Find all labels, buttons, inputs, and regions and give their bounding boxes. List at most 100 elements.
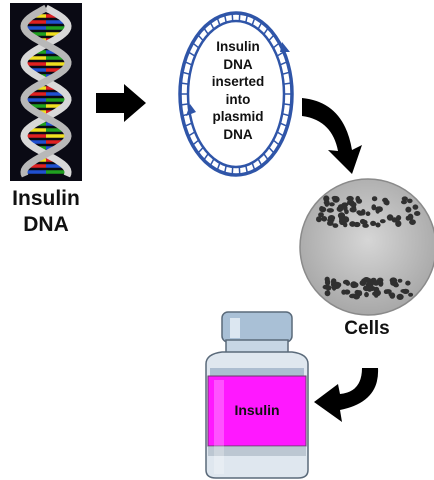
plasmid-rung	[272, 139, 280, 146]
insulin-dna-label-line: DNA	[23, 213, 69, 236]
plasmid-label-line: inserted	[211, 74, 265, 89]
bacterial-cell	[337, 212, 346, 219]
curved-down-arrow-icon	[302, 98, 362, 174]
plasmid-rung	[184, 61, 193, 66]
bacterial-cell	[384, 289, 392, 294]
bacterial-cell	[401, 196, 408, 202]
plasmid-rung	[192, 42, 200, 49]
plasmid-rung	[251, 162, 256, 171]
bacterial-cell	[409, 219, 416, 226]
insulin-dna-label: Insulin DNA	[0, 186, 92, 238]
plasmid-rung	[180, 82, 189, 85]
bacterial-cell	[371, 204, 377, 211]
plasmid-label-line: into	[225, 91, 251, 107]
bacterial-cell	[342, 279, 350, 285]
plasmid-rung	[279, 61, 288, 66]
curved-left-arrow-icon	[314, 368, 379, 422]
bacterial-cell	[319, 206, 325, 212]
plasmid-rung	[276, 131, 285, 137]
dna-backbone-strand	[20, 4, 72, 178]
bacterial-cell	[407, 198, 413, 204]
plasmid-insert-arrow	[186, 104, 196, 116]
bacterial-cell	[384, 200, 390, 206]
bacterial-cell	[375, 206, 383, 212]
plasmid-rung	[187, 51, 196, 57]
plasmid-rung	[263, 27, 269, 35]
bacterial-cell	[364, 291, 369, 298]
bacterial-cell	[324, 200, 330, 207]
bacterial-cell	[327, 220, 334, 226]
bacterial-cell	[405, 280, 411, 286]
right-arrow-icon	[96, 84, 146, 122]
plasmid-rung	[187, 131, 196, 137]
plasmid-rung	[283, 103, 292, 106]
bacterial-cell	[377, 278, 383, 284]
insulin-dna-label-line: Insulin	[12, 187, 80, 210]
bacterial-cell	[362, 223, 369, 228]
bacterial-cell	[332, 223, 339, 228]
plasmid-rung	[209, 21, 215, 30]
plasmid-insertion-label: Insulin DNA inserted into plasmid DNA	[188, 38, 288, 143]
plasmid-rung	[279, 122, 288, 127]
bacterial-cell	[326, 208, 334, 213]
plasmid-rung	[216, 162, 221, 171]
plasmid-rung	[209, 158, 215, 167]
plasmid-rung	[203, 27, 209, 35]
plasmid-rung	[283, 82, 292, 85]
plasmid-rung	[184, 122, 193, 127]
bacterial-cell	[324, 276, 330, 283]
bacterial-cell	[391, 217, 398, 223]
plasmid-rung	[197, 34, 204, 42]
bacterial-cell	[412, 204, 419, 210]
plasmid-rung	[257, 21, 263, 30]
plasmid-rung	[238, 166, 241, 175]
plasmid-rung	[272, 42, 280, 49]
plasmid-rung	[197, 146, 204, 154]
bacterial-cell	[349, 293, 358, 298]
bacterial-cell	[347, 199, 355, 206]
plasmid-rung	[245, 165, 249, 174]
bacterial-cell	[343, 204, 348, 212]
bacterial-cell	[388, 292, 395, 297]
plasmid-rung	[251, 17, 256, 26]
bacterial-cell	[397, 278, 403, 283]
plasmid-rung	[281, 71, 291, 76]
bacterial-cell	[395, 220, 402, 228]
bacterial-cell	[349, 206, 357, 213]
bacterial-cell	[329, 202, 335, 207]
plasmid-insert-arrow	[280, 42, 290, 52]
plasmid-rung	[192, 139, 200, 146]
bacterial-cell	[316, 216, 322, 223]
cells-label: Cells	[344, 318, 390, 339]
plasmid-rung	[216, 17, 221, 26]
plasmid-rung	[231, 166, 234, 175]
bacterial-cell	[327, 215, 336, 221]
bacterial-cell	[343, 222, 348, 228]
plasmid-rung	[257, 158, 263, 167]
bacterial-cell	[369, 279, 374, 287]
plasmid-rung	[223, 165, 227, 174]
bacterial-cell	[375, 222, 381, 228]
plasmid-label-line: plasmid	[212, 109, 264, 124]
plasmid-rung	[203, 153, 209, 161]
bacterial-cell	[370, 220, 377, 226]
bacterial-cell	[379, 219, 386, 224]
bacterial-cell	[405, 215, 411, 221]
bacterial-cell	[353, 221, 361, 228]
plasmid-rung	[223, 14, 227, 23]
bacterial-cell	[343, 289, 351, 295]
plasmid-rung	[181, 71, 191, 76]
plasmid-rung	[268, 146, 275, 154]
plasmid-rung	[276, 51, 285, 57]
bacterial-cell	[357, 290, 363, 297]
plasmid-rungs	[180, 13, 292, 175]
bacterial-cell	[396, 293, 404, 300]
bacterial-cell	[405, 206, 412, 213]
bacterial-cell	[355, 195, 361, 202]
plasmid-label-line: DNA	[223, 56, 253, 72]
